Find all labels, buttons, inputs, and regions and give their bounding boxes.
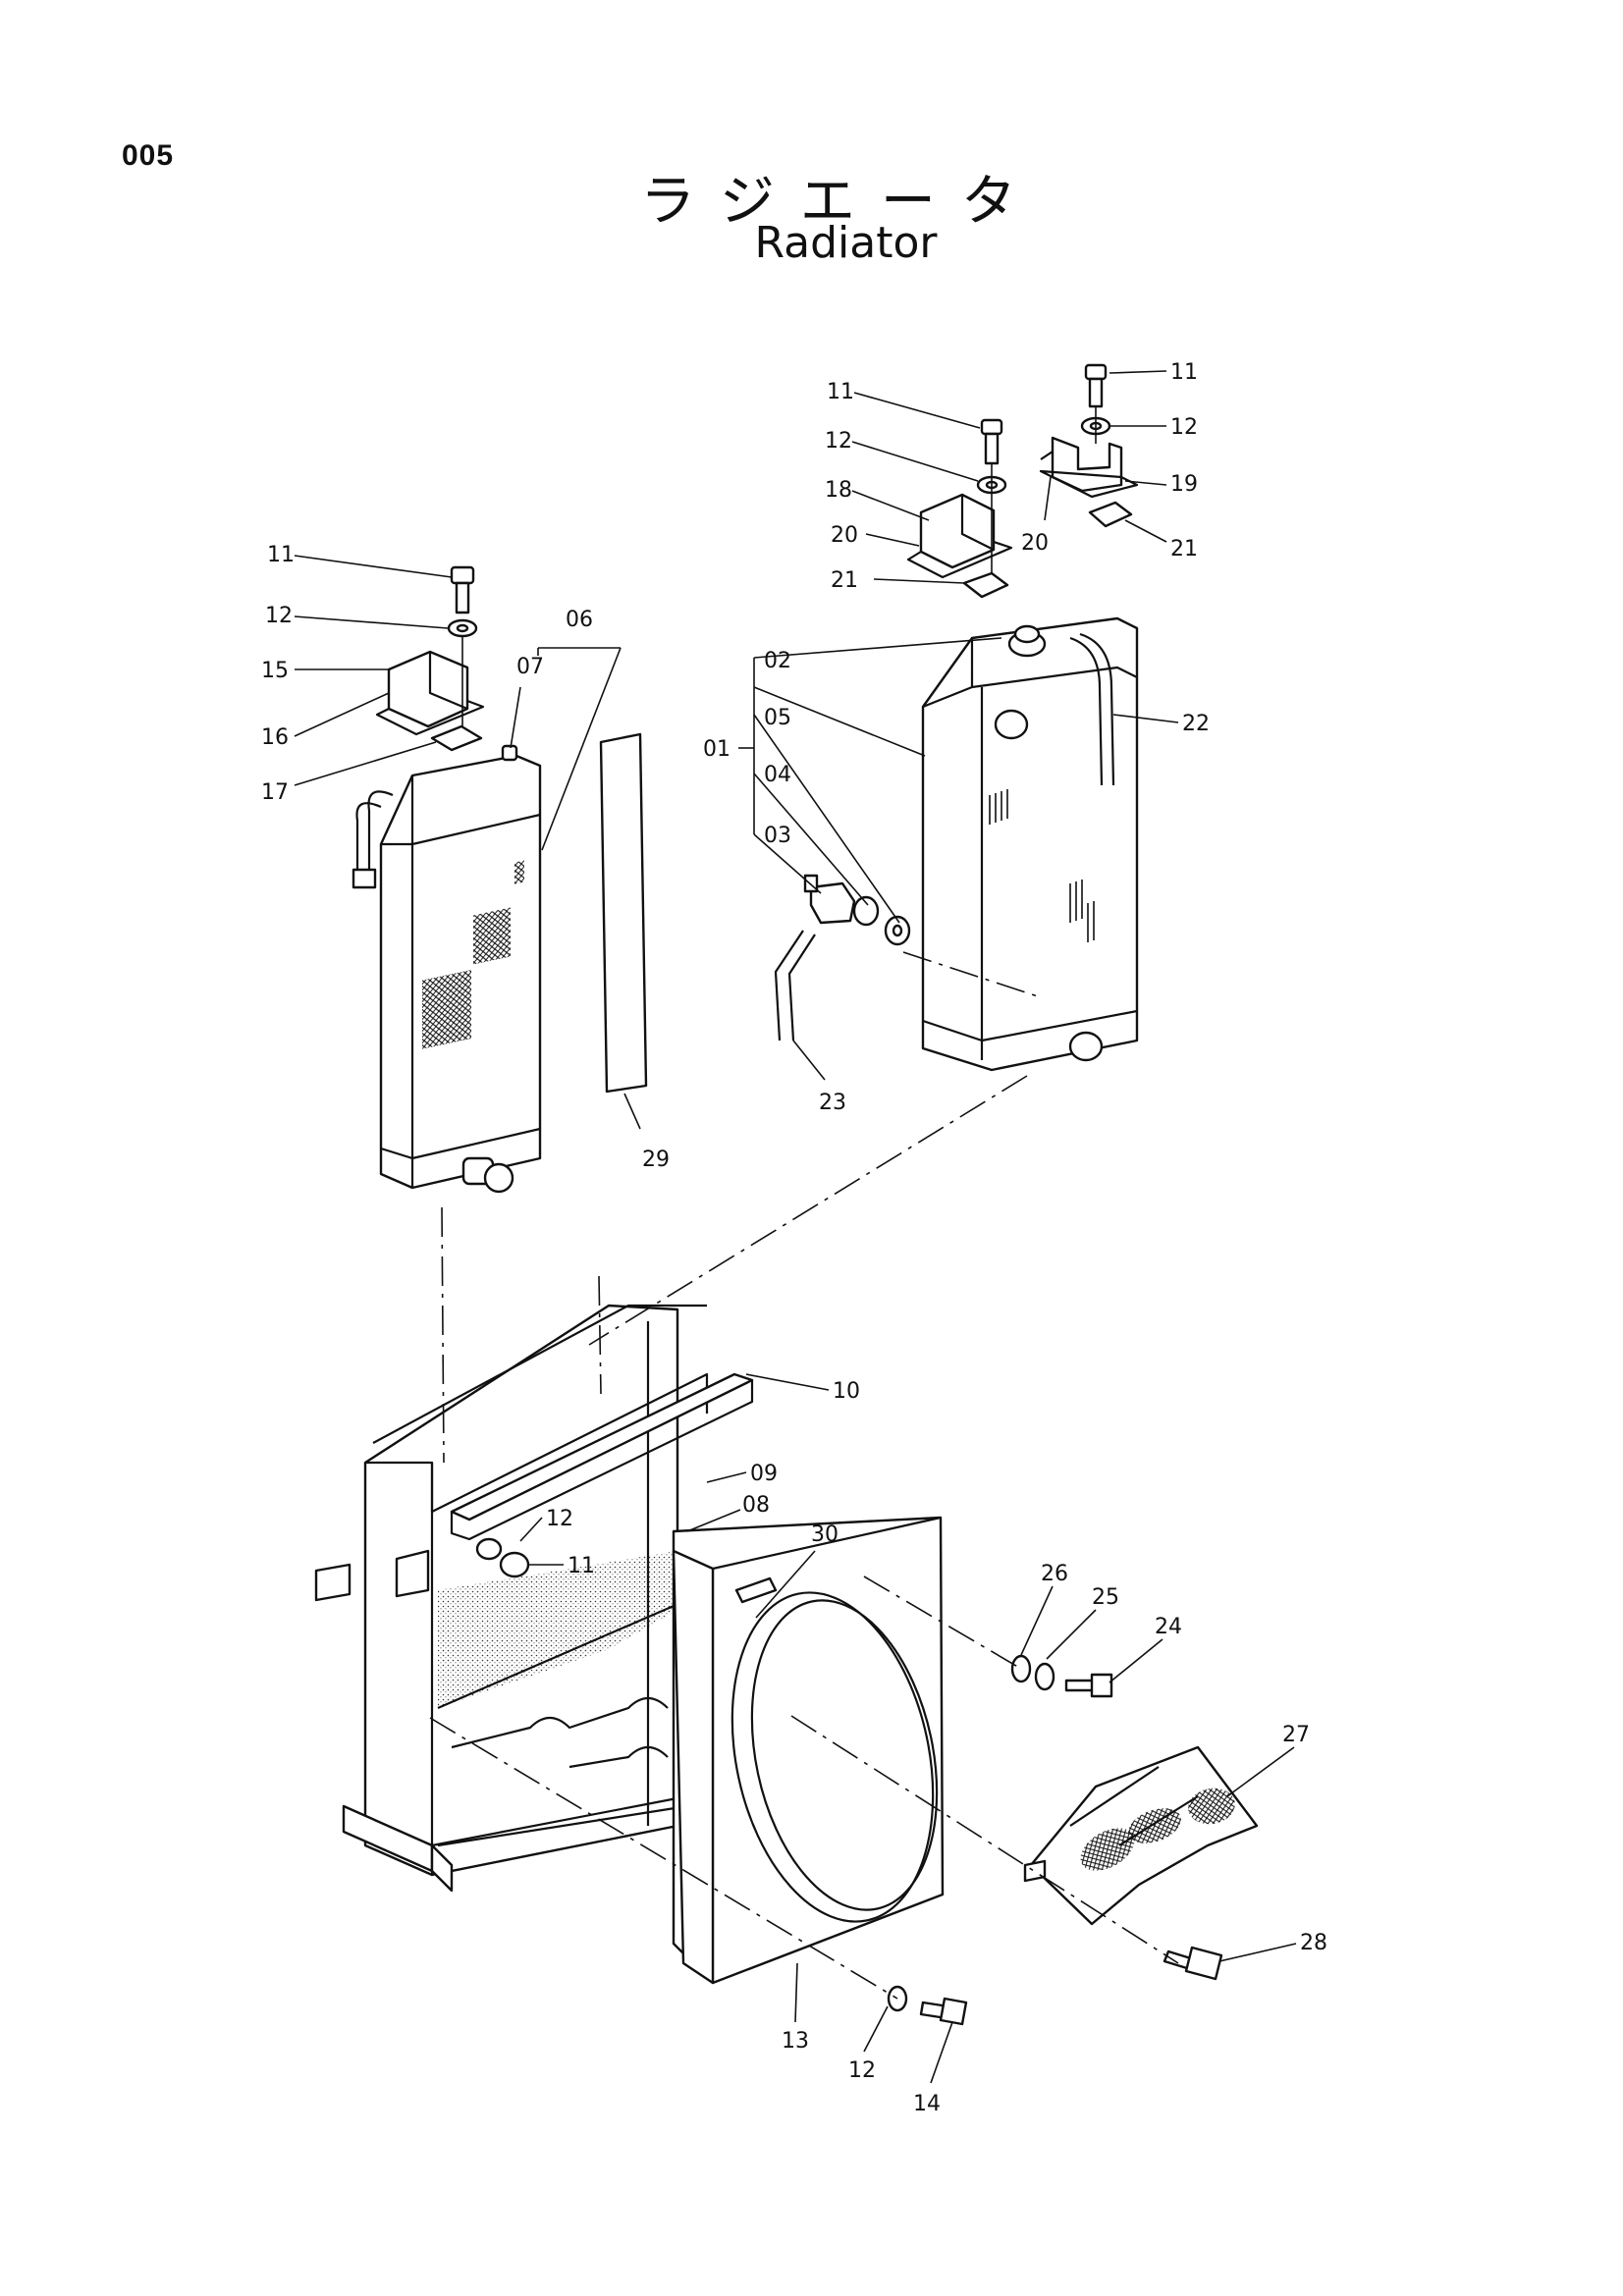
bracket-assembly-19 bbox=[1039, 363, 1139, 528]
bracket-assembly-18 bbox=[906, 418, 1013, 599]
label-29: 29 bbox=[642, 1148, 670, 1172]
label-26: 26 bbox=[1041, 1562, 1068, 1586]
label-27: 27 bbox=[1282, 1723, 1310, 1747]
label-17: 17 bbox=[261, 780, 289, 805]
label-06: 06 bbox=[566, 608, 593, 632]
title-english: Radiator bbox=[754, 218, 938, 268]
label-18: 18 bbox=[825, 478, 852, 503]
label-14: 14 bbox=[913, 2092, 941, 2116]
label-11-a: 11 bbox=[827, 380, 854, 404]
label-28: 28 bbox=[1300, 1931, 1327, 1955]
label-05: 05 bbox=[764, 706, 791, 730]
label-22: 22 bbox=[1182, 712, 1210, 736]
label-16: 16 bbox=[261, 725, 289, 750]
label-23: 23 bbox=[819, 1091, 846, 1115]
label-11-d: 11 bbox=[568, 1554, 595, 1578]
label-03: 03 bbox=[764, 824, 791, 848]
label-13: 13 bbox=[782, 2029, 809, 2054]
oil-cooler-06 bbox=[352, 744, 542, 1194]
label-12-c: 12 bbox=[265, 604, 293, 628]
drain-cock-group bbox=[774, 874, 911, 1041]
label-02: 02 bbox=[764, 649, 791, 673]
label-12-d: 12 bbox=[546, 1507, 573, 1531]
page-number: 005 bbox=[122, 139, 175, 172]
fan-guard-27 bbox=[1023, 1745, 1259, 1926]
label-20-b: 20 bbox=[1021, 531, 1049, 556]
label-21-a: 21 bbox=[831, 568, 858, 593]
title-japanese: ラジエータ bbox=[640, 170, 1042, 234]
label-09: 09 bbox=[750, 1462, 778, 1486]
label-25: 25 bbox=[1092, 1585, 1119, 1610]
label-07: 07 bbox=[516, 655, 544, 679]
hardware-right bbox=[887, 1654, 1223, 2026]
label-30: 30 bbox=[811, 1522, 839, 1547]
fan-shroud-13 bbox=[672, 1516, 945, 1985]
label-11-c: 11 bbox=[267, 543, 295, 567]
leader-lines bbox=[294, 370, 1297, 2084]
label-08: 08 bbox=[742, 1493, 770, 1518]
label-12-e: 12 bbox=[848, 2058, 876, 2083]
label-24: 24 bbox=[1155, 1615, 1182, 1639]
label-20-a: 20 bbox=[831, 523, 858, 548]
seal-strip-29 bbox=[599, 732, 648, 1094]
label-21-b: 21 bbox=[1170, 537, 1198, 561]
label-11-b: 11 bbox=[1170, 360, 1198, 385]
label-12-b: 12 bbox=[1170, 415, 1198, 440]
radiator-frame-09 bbox=[314, 1304, 754, 1893]
label-01: 01 bbox=[703, 737, 730, 762]
bracket-assembly-15 bbox=[375, 565, 485, 752]
label-04: 04 bbox=[764, 763, 791, 787]
part-labels: 11 12 18 20 21 11 12 19 20 21 11 12 15 1… bbox=[261, 360, 1327, 2116]
label-15: 15 bbox=[261, 659, 289, 683]
radiator-01 bbox=[902, 616, 1139, 1072]
label-10: 10 bbox=[833, 1379, 860, 1404]
label-19: 19 bbox=[1170, 472, 1198, 497]
label-12-a: 12 bbox=[825, 429, 852, 454]
